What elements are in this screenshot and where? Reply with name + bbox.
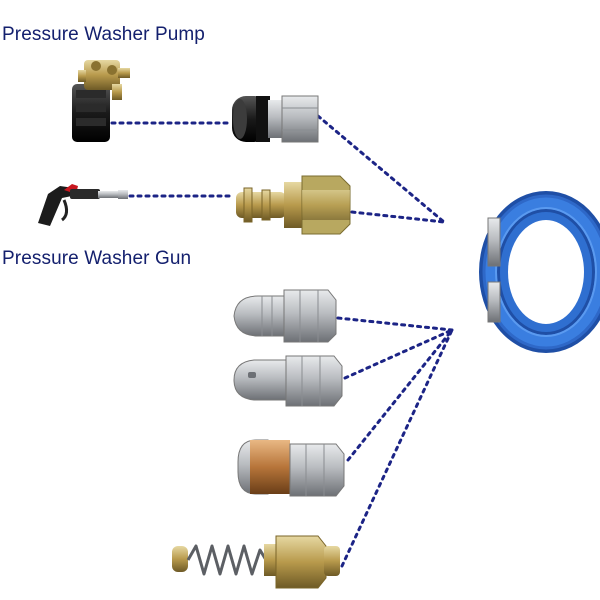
connector-lines bbox=[110, 114, 454, 568]
spring-nozzle-icon bbox=[172, 535, 340, 589]
connector-rotating-nozzle-to-hose bbox=[343, 328, 454, 380]
pressure-washer-gun-icon bbox=[38, 184, 128, 226]
gun-label: Pressure Washer Gun bbox=[2, 248, 192, 269]
button-nozzle-icon bbox=[233, 289, 337, 343]
quick-connect-plug-icon bbox=[236, 175, 351, 235]
connector-coupler-to-hose bbox=[316, 114, 446, 224]
connector-spring-nozzle-to-hose bbox=[340, 328, 454, 568]
m22-female-coupler-icon bbox=[232, 95, 319, 143]
connector-plug-to-hose bbox=[350, 210, 446, 224]
copper-nozzle-icon bbox=[237, 439, 345, 497]
pressure-washer-pump-icon bbox=[72, 60, 130, 142]
connector-copper-nozzle-to-hose bbox=[346, 328, 454, 462]
pump-label: Pressure Washer Pump bbox=[2, 24, 205, 45]
hose-reel-icon bbox=[479, 191, 600, 353]
rotating-nozzle-icon bbox=[233, 355, 343, 407]
connector-button-nozzle-to-hose bbox=[336, 316, 454, 332]
